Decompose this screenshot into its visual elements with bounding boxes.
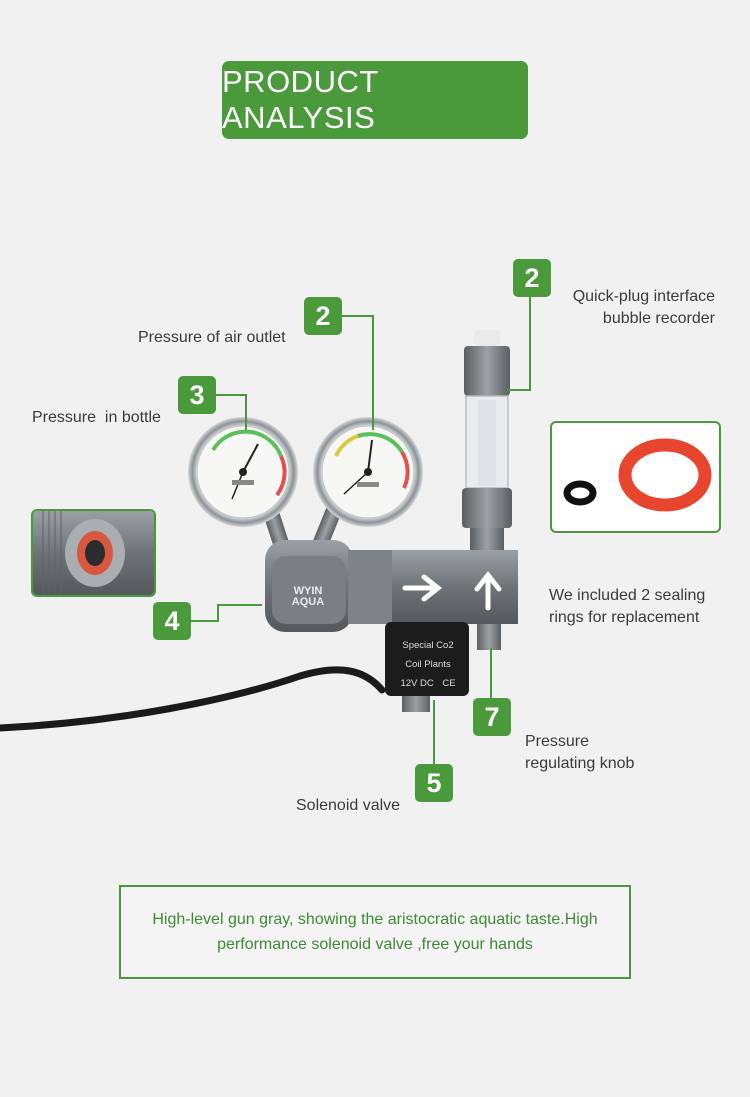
footer-line-2: performance solenoid valve ,free your ha… xyxy=(217,936,533,953)
ce-mark: CE xyxy=(442,678,456,689)
label-bottle-pressure: Pressure in bottle xyxy=(32,409,161,426)
coil-line-2: Coil Plants xyxy=(405,659,451,670)
callout-badge-knob: 7 xyxy=(473,698,511,736)
callout-badge-solenoid: 5 xyxy=(415,764,453,802)
small-black-oring xyxy=(563,480,597,506)
sealing-rings-image xyxy=(563,438,712,512)
page-title: PRODUCT ANALYSIS xyxy=(222,61,528,139)
label-outlet-pressure: Pressure of air outlet xyxy=(138,329,286,346)
sealing-rings-inset xyxy=(550,421,721,533)
connector-detail-image xyxy=(33,511,154,595)
footer-statement: High-level gun gray, showing the aristoc… xyxy=(119,885,631,979)
label-solenoid: Solenoid valve xyxy=(296,797,401,814)
coil-label: Special Co2 Coil Plants 12V DC CE xyxy=(392,636,464,693)
brand-logo: WYIN AQUA xyxy=(283,586,333,608)
callout-badge-bottle-pressure: 3 xyxy=(178,376,216,414)
coil-line-3: 12V DC CE xyxy=(400,678,456,689)
brand-top-text: WYIN xyxy=(293,585,323,597)
connector-detail-inset xyxy=(31,509,156,597)
coil-line-1: Special Co2 xyxy=(402,640,454,651)
callout-badge-regulator: 4 xyxy=(153,602,191,640)
footer-line-1: High-level gun gray, showing the aristoc… xyxy=(152,911,598,928)
callout-badge-bubble-recorder: 2 xyxy=(513,259,551,297)
label-sealing-rings: We included 2 sealing rings for replacem… xyxy=(549,587,706,626)
brand-bottom-text: AQUA xyxy=(291,596,325,608)
label-knob: Pressure regulating knob xyxy=(525,733,635,772)
label-bubble-recorder: Quick-plug interface bubble recorder xyxy=(572,288,715,327)
large-red-oring xyxy=(618,438,712,512)
callout-badge-outlet-pressure: 2 xyxy=(304,297,342,335)
